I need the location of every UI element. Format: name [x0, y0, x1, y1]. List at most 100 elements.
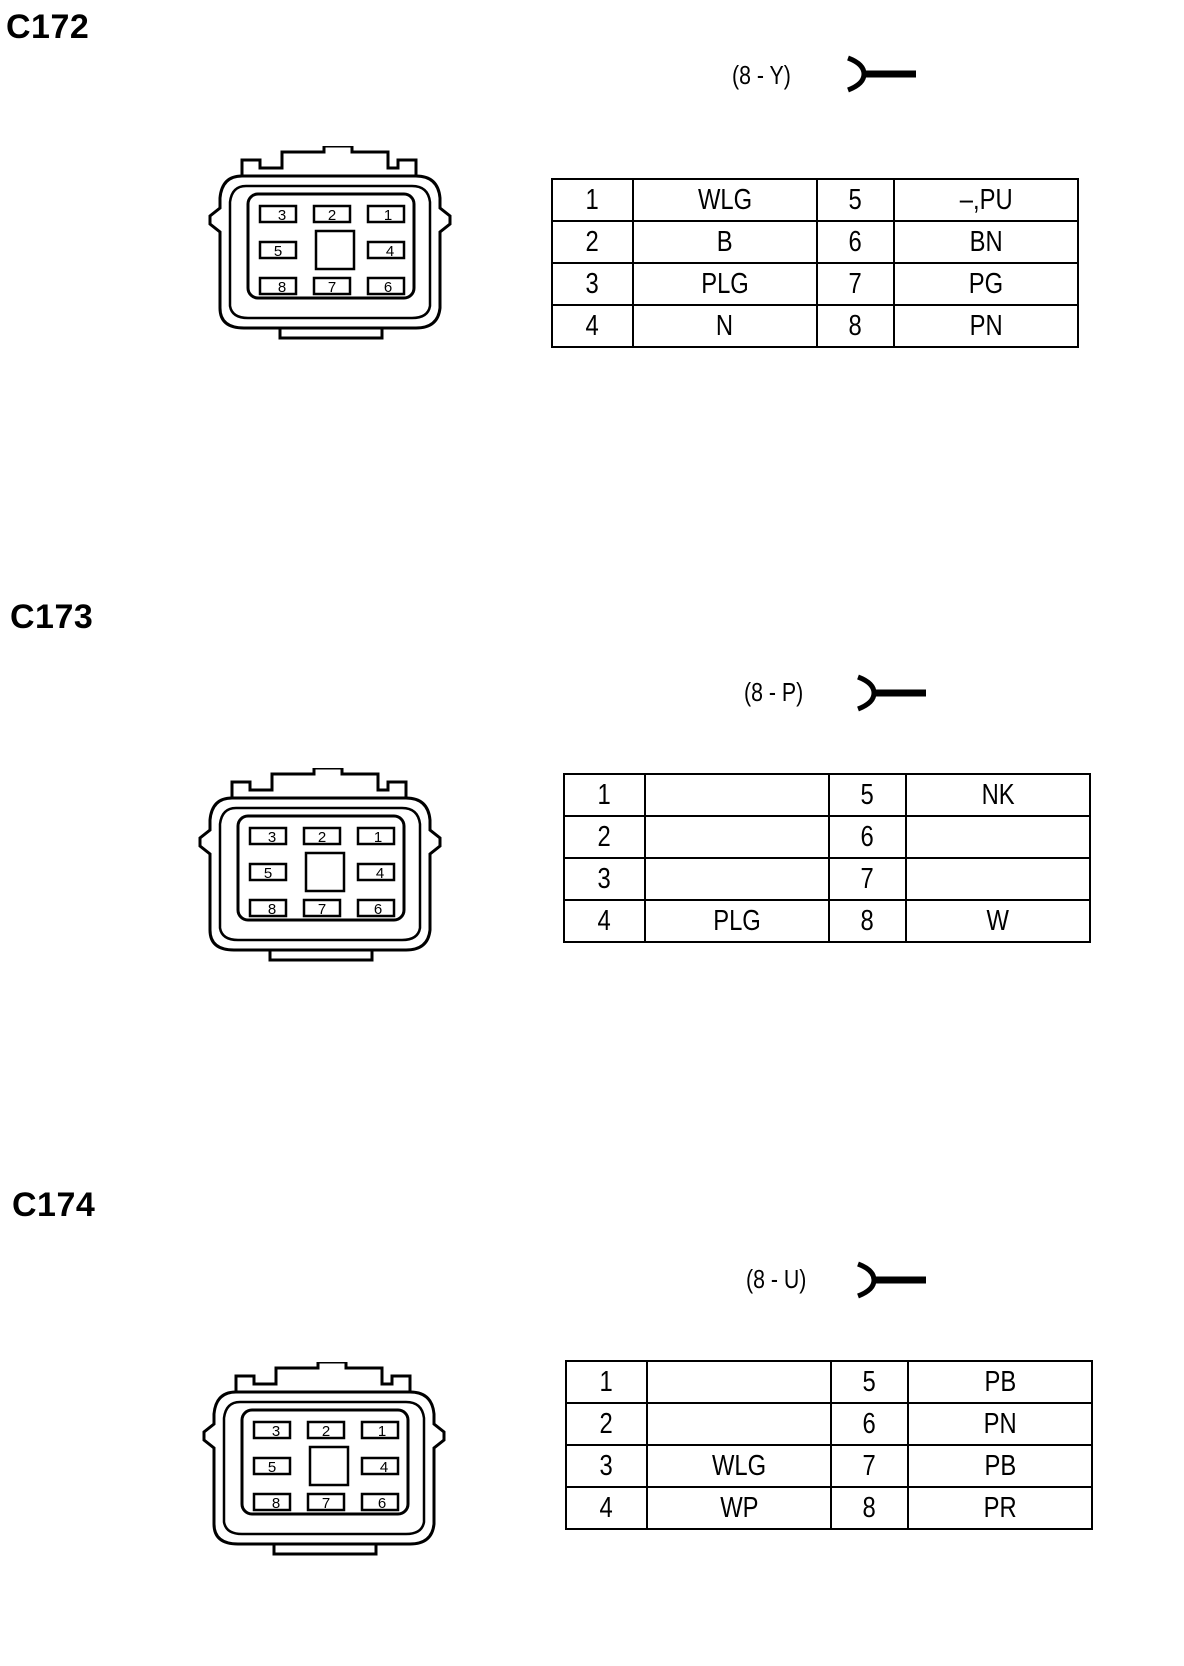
cavity-number: 7: [328, 279, 336, 296]
cavity-number: 5: [264, 865, 272, 882]
cavity-number: 3: [272, 1423, 280, 1440]
wire-color: B: [717, 225, 733, 258]
wire-color: N: [716, 309, 734, 342]
pin-number: 8: [848, 309, 863, 342]
wire-color: NK: [981, 778, 1015, 811]
wire-color-cell: PB: [906, 1360, 1094, 1404]
wire-color-cell: [643, 857, 831, 901]
pin-number: 2: [585, 225, 600, 258]
wire-color-cell: PN: [892, 304, 1080, 348]
wire-color-cell: WLG: [631, 178, 819, 222]
pin-number: 7: [862, 1449, 877, 1482]
cavity-number: 2: [318, 829, 326, 846]
wire-color-cell: NK: [904, 773, 1092, 817]
cavity-number: 2: [322, 1423, 330, 1440]
cavity-number: 5: [274, 243, 282, 260]
cavity-number: 2: [328, 207, 336, 224]
pin-number: 3: [599, 1449, 614, 1482]
pin-number-cell: 2: [551, 220, 634, 264]
pin-number: 8: [862, 1491, 877, 1524]
cavity-number: 4: [386, 243, 394, 260]
pin-number-cell: 2: [565, 1402, 648, 1446]
connector-face: 3 2 1 5 4 8 7 6: [192, 766, 452, 973]
pin-number-cell: 6: [828, 815, 907, 859]
wire-color: PN: [969, 309, 1003, 342]
pin-number-cell: 3: [563, 857, 646, 901]
pin-number: 7: [860, 862, 875, 895]
pin-number: 4: [585, 309, 600, 342]
wire-color-cell: –,PU: [892, 178, 1080, 222]
wire-color: PLG: [713, 904, 761, 937]
pin-number-cell: 6: [830, 1402, 909, 1446]
wire-color: PLG: [701, 267, 749, 300]
wire-color-cell: WLG: [645, 1444, 833, 1488]
connector-id: C173: [10, 598, 94, 636]
table-row: 2 6 PN: [565, 1402, 1094, 1446]
connector-symbol-icon: [847, 55, 916, 93]
wire-color-cell: PR: [906, 1486, 1094, 1530]
connector-id: C172: [6, 8, 90, 46]
wire-color-cell: [645, 1402, 833, 1446]
connector-face-drawing: 3 2 1 5 4 8 7 6: [208, 144, 452, 340]
connector-code: (8 - U): [746, 1264, 807, 1294]
cavity-number: 7: [318, 901, 326, 918]
cavity-number: 4: [376, 865, 384, 882]
table-row: 3 WLG 7 PB: [565, 1444, 1094, 1488]
cavity-number: 3: [268, 829, 276, 846]
pin-number-cell: 1: [563, 773, 646, 817]
pin-number: 5: [848, 183, 863, 216]
pin-number: 4: [597, 904, 612, 937]
connector-code: (8 - P): [744, 677, 804, 707]
wire-color-cell: PLG: [643, 899, 831, 943]
connector-section-c172: C172 (8 - Y) 3 2 1 5: [0, 0, 1184, 560]
pin-number-cell: 1: [565, 1360, 648, 1404]
pin-number: 6: [862, 1407, 877, 1440]
wire-color: WP: [719, 1491, 759, 1524]
pin-number: 2: [599, 1407, 614, 1440]
wire-color-cell: N: [631, 304, 819, 348]
connector-code: (8 - Y): [732, 60, 791, 90]
connector-face-drawing: 3 2 1 5 4 8 7 6: [198, 766, 442, 962]
connector-section-c173: C173 (8 - P) 3 2 1 5: [10, 598, 1092, 973]
pin-number: 3: [597, 862, 612, 895]
pin-number-cell: 2: [563, 815, 646, 859]
wire-color: WLG: [711, 1449, 767, 1482]
pin-number: 6: [860, 820, 875, 853]
pin-number: 1: [597, 778, 612, 811]
cavity-number: 8: [268, 901, 276, 918]
wire-color-cell: BN: [892, 220, 1080, 264]
pin-number: 2: [597, 820, 612, 853]
pin-number-cell: 8: [816, 304, 895, 348]
wire-color: PB: [984, 1365, 1016, 1398]
wire-color: –,PU: [959, 183, 1013, 216]
pin-number-cell: 7: [816, 262, 895, 306]
pin-number-cell: 3: [551, 262, 634, 306]
pin-number: 5: [860, 778, 875, 811]
connector-face-drawing: 3 2 1 5 4 8 7 6: [202, 1360, 446, 1556]
pin-number: 6: [848, 225, 863, 258]
pin-number-cell: 4: [563, 899, 646, 943]
cavity-number: 6: [374, 901, 382, 918]
pin-number-cell: 1: [551, 178, 634, 222]
pin-number-cell: 4: [565, 1486, 648, 1530]
cavity-number: 7: [322, 1495, 330, 1512]
pin-number-cell: 6: [816, 220, 895, 264]
wire-color: PB: [984, 1449, 1016, 1482]
cavity-number: 1: [374, 829, 382, 846]
wire-color-cell: PN: [906, 1402, 1094, 1446]
cavity-number: 1: [378, 1423, 386, 1440]
pin-number-cell: 8: [828, 899, 907, 943]
wire-color-cell: PLG: [631, 262, 819, 306]
connector-symbol-icon: [857, 674, 926, 712]
pin-number-cell: 5: [828, 773, 907, 817]
pin-number: 5: [862, 1365, 877, 1398]
pin-number: 1: [599, 1365, 614, 1398]
table-row: 4 N 8 PN: [551, 304, 1080, 348]
